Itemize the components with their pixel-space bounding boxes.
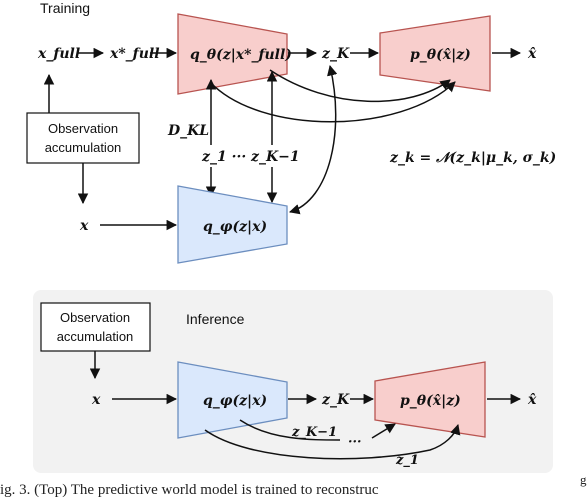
- obs-accum-line1-training: Observation: [48, 121, 118, 136]
- decoder-label-inference: p_θ(x̂|z): [400, 393, 461, 409]
- dots-inference: ···: [348, 435, 362, 450]
- encoder-obs-block-inference: [177, 361, 288, 439]
- inference-title: Inference: [186, 311, 245, 327]
- decoder-label: p_θ(x̂|z): [410, 47, 471, 63]
- z-K-minus-1-inference: z_K−1: [291, 425, 337, 440]
- obs-accum-line2-inference: accumulation: [57, 329, 134, 344]
- encoder-full-block: [177, 13, 288, 95]
- obs-accum-box-inference: [40, 302, 151, 352]
- curve-encoder-to-decoder-2: [209, 81, 456, 123]
- x-hat-label-inference: x̂: [527, 392, 537, 408]
- curve-encoder-to-decoder-inf-2: [204, 423, 461, 460]
- obs-accum-line2-training: accumulation: [45, 140, 122, 155]
- x-label-inference: x: [91, 392, 101, 408]
- dkl-label: D_KL: [167, 123, 209, 139]
- z-sequence-label: z_1 ··· z_K−1: [201, 149, 300, 165]
- z-k-label: z_K: [321, 46, 350, 62]
- decoder-block: [379, 15, 491, 92]
- x-label-training: x: [79, 218, 89, 234]
- figure-caption: ig. 3. (Top) The predictive world model …: [0, 482, 379, 498]
- training-title: Training: [40, 0, 90, 16]
- encoder-obs-label-inference: q_φ(z|x): [203, 393, 267, 409]
- obs-accum-box-training: [26, 112, 140, 164]
- curve-zk-to-encoder-obs: [288, 64, 338, 215]
- encoder-full-label: q_θ(z|x*_full): [190, 47, 292, 63]
- z-k-label-inference: z_K: [321, 392, 350, 408]
- x-full-star-label: x*_full: [109, 46, 160, 62]
- decoder-block-inference: [374, 361, 486, 438]
- x-hat-label: x̂: [527, 46, 537, 62]
- curve-encoder-to-decoder-inf-1: [239, 419, 341, 441]
- caption-edge-glyph: g: [580, 472, 587, 487]
- obs-accum-line1-inference: Observation: [60, 310, 130, 325]
- x-full-label: x_full: [37, 46, 80, 62]
- arrow-dots-to-decoder-inf: [371, 423, 396, 439]
- encoder-obs-block-training: [177, 185, 288, 264]
- zk-formula: z_k = 𝒩(z_k|μ_k, σ_k): [389, 150, 556, 166]
- encoder-obs-label-training: q_φ(z|x): [203, 219, 267, 235]
- z-1-inference: z_1: [395, 453, 419, 468]
